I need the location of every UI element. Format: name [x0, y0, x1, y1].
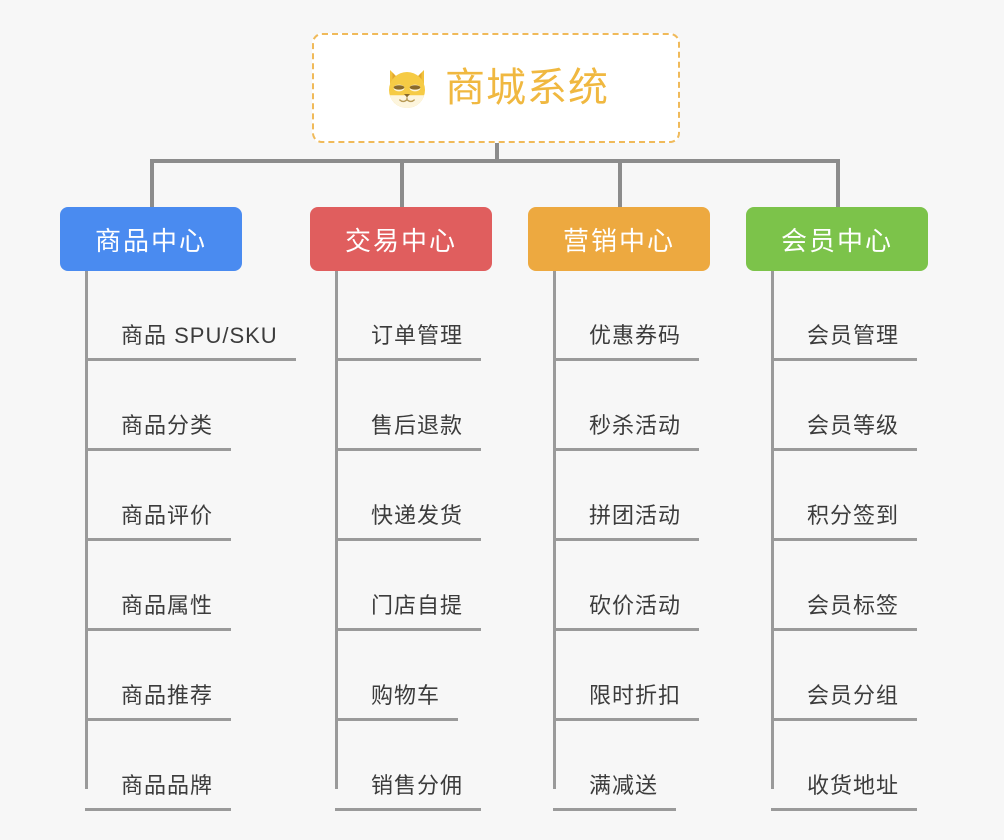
- connector-drop-1: [150, 159, 154, 207]
- leaf-label: 商品 SPU/SKU: [85, 323, 296, 361]
- leaf-label: 优惠券码: [553, 323, 700, 361]
- leaf-label: 快递发货: [335, 503, 482, 541]
- leaf-list-4: 会员管理 会员等级 积分签到 会员标签 会员分组 收货地址: [771, 271, 928, 811]
- list-item[interactable]: 拼团活动: [553, 451, 710, 541]
- list-item[interactable]: 商品推荐: [85, 631, 242, 721]
- dog-face-icon: [383, 64, 431, 112]
- leaf-label: 积分签到: [771, 503, 918, 541]
- leaf-label: 会员等级: [771, 413, 918, 451]
- list-item[interactable]: 会员管理: [771, 271, 928, 361]
- list-item[interactable]: 订单管理: [335, 271, 492, 361]
- leaf-label: 订单管理: [335, 323, 482, 361]
- leaf-label: 商品属性: [85, 593, 232, 631]
- list-item[interactable]: 购物车: [335, 631, 492, 721]
- list-item[interactable]: 会员分组: [771, 631, 928, 721]
- category-column-营销中心: 营销中心 优惠券码 秒杀活动 拼团活动 砍价活动 限时折扣 满减送: [528, 207, 710, 811]
- list-item[interactable]: 商品分类: [85, 361, 242, 451]
- category-column-会员中心: 会员中心 会员管理 会员等级 积分签到 会员标签 会员分组 收货地址: [746, 207, 928, 811]
- root-node[interactable]: 商城系统: [312, 33, 680, 143]
- category-header-2[interactable]: 交易中心: [310, 207, 492, 271]
- leaf-label: 门店自提: [335, 593, 482, 631]
- leaf-label: 满减送: [553, 773, 677, 811]
- category-column-交易中心: 交易中心 订单管理 售后退款 快递发货 门店自提 购物车 销售分佣: [310, 207, 492, 811]
- list-item[interactable]: 商品评价: [85, 451, 242, 541]
- leaf-list-3: 优惠券码 秒杀活动 拼团活动 砍价活动 限时折扣 满减送: [553, 271, 710, 811]
- list-item[interactable]: 限时折扣: [553, 631, 710, 721]
- list-item[interactable]: 会员等级: [771, 361, 928, 451]
- leaf-list-1: 商品 SPU/SKU 商品分类 商品评价 商品属性 商品推荐 商品品牌: [85, 271, 296, 811]
- list-item[interactable]: 商品属性: [85, 541, 242, 631]
- connector-root-stem: [495, 143, 499, 162]
- list-item[interactable]: 优惠券码: [553, 271, 710, 361]
- leaf-label: 商品分类: [85, 413, 232, 451]
- connector-horizontal-bus: [150, 159, 840, 163]
- root-title: 商城系统: [445, 66, 609, 110]
- category-header-label: 营销中心: [562, 225, 675, 256]
- category-header-4[interactable]: 会员中心: [746, 207, 928, 271]
- connector-drop-2: [400, 159, 404, 207]
- list-item[interactable]: 砍价活动: [553, 541, 710, 631]
- leaf-list-2: 订单管理 售后退款 快递发货 门店自提 购物车 销售分佣: [335, 271, 492, 811]
- leaf-label: 会员管理: [771, 323, 918, 361]
- connector-drop-3: [618, 159, 622, 207]
- leaf-label: 会员分组: [771, 683, 918, 721]
- list-item[interactable]: 秒杀活动: [553, 361, 710, 451]
- leaf-label: 拼团活动: [553, 503, 700, 541]
- list-item[interactable]: 商品品牌: [85, 721, 242, 811]
- leaf-label: 会员标签: [771, 593, 918, 631]
- leaf-label: 购物车: [335, 683, 459, 721]
- list-item[interactable]: 快递发货: [335, 451, 492, 541]
- leaf-label: 限时折扣: [553, 683, 700, 721]
- leaf-label: 砍价活动: [553, 593, 700, 631]
- list-item[interactable]: 收货地址: [771, 721, 928, 811]
- list-item[interactable]: 售后退款: [335, 361, 492, 451]
- list-item[interactable]: 门店自提: [335, 541, 492, 631]
- leaf-label: 秒杀活动: [553, 413, 700, 451]
- connector-drop-4: [836, 159, 840, 207]
- category-header-3[interactable]: 营销中心: [528, 207, 710, 271]
- leaf-label: 收货地址: [771, 773, 918, 811]
- list-item[interactable]: 会员标签: [771, 541, 928, 631]
- leaf-label: 商品评价: [85, 503, 232, 541]
- leaf-label: 售后退款: [335, 413, 482, 451]
- category-header-label: 交易中心: [344, 225, 457, 256]
- category-column-商品中心: 商品中心 商品 SPU/SKU 商品分类 商品评价 商品属性 商品推荐 商品品牌: [60, 207, 296, 811]
- leaf-label: 商品品牌: [85, 773, 232, 811]
- category-header-label: 会员中心: [780, 225, 893, 256]
- category-header-label: 商品中心: [94, 225, 207, 256]
- list-item[interactable]: 销售分佣: [335, 721, 492, 811]
- list-item[interactable]: 满减送: [553, 721, 710, 811]
- list-item[interactable]: 积分签到: [771, 451, 928, 541]
- leaf-label: 销售分佣: [335, 773, 482, 811]
- leaf-label: 商品推荐: [85, 683, 232, 721]
- list-item[interactable]: 商品 SPU/SKU: [85, 271, 296, 361]
- category-header-1[interactable]: 商品中心: [60, 207, 242, 271]
